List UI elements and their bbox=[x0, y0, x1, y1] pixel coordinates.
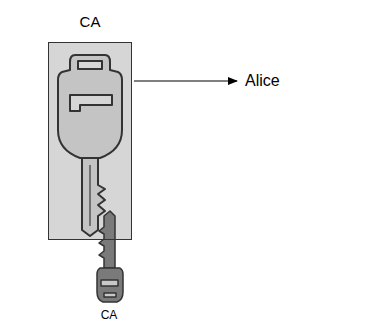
certificate-box: CA bbox=[48, 42, 132, 240]
large-key bbox=[58, 55, 122, 236]
certificate-panel bbox=[48, 42, 132, 240]
key-label: CA bbox=[101, 308, 118, 322]
arrow-connector bbox=[134, 81, 237, 82]
box-heading: CA bbox=[49, 13, 131, 30]
small-key bbox=[97, 211, 123, 302]
recipient-label: Alice bbox=[245, 72, 280, 90]
node-text: Alice bbox=[245, 72, 280, 90]
